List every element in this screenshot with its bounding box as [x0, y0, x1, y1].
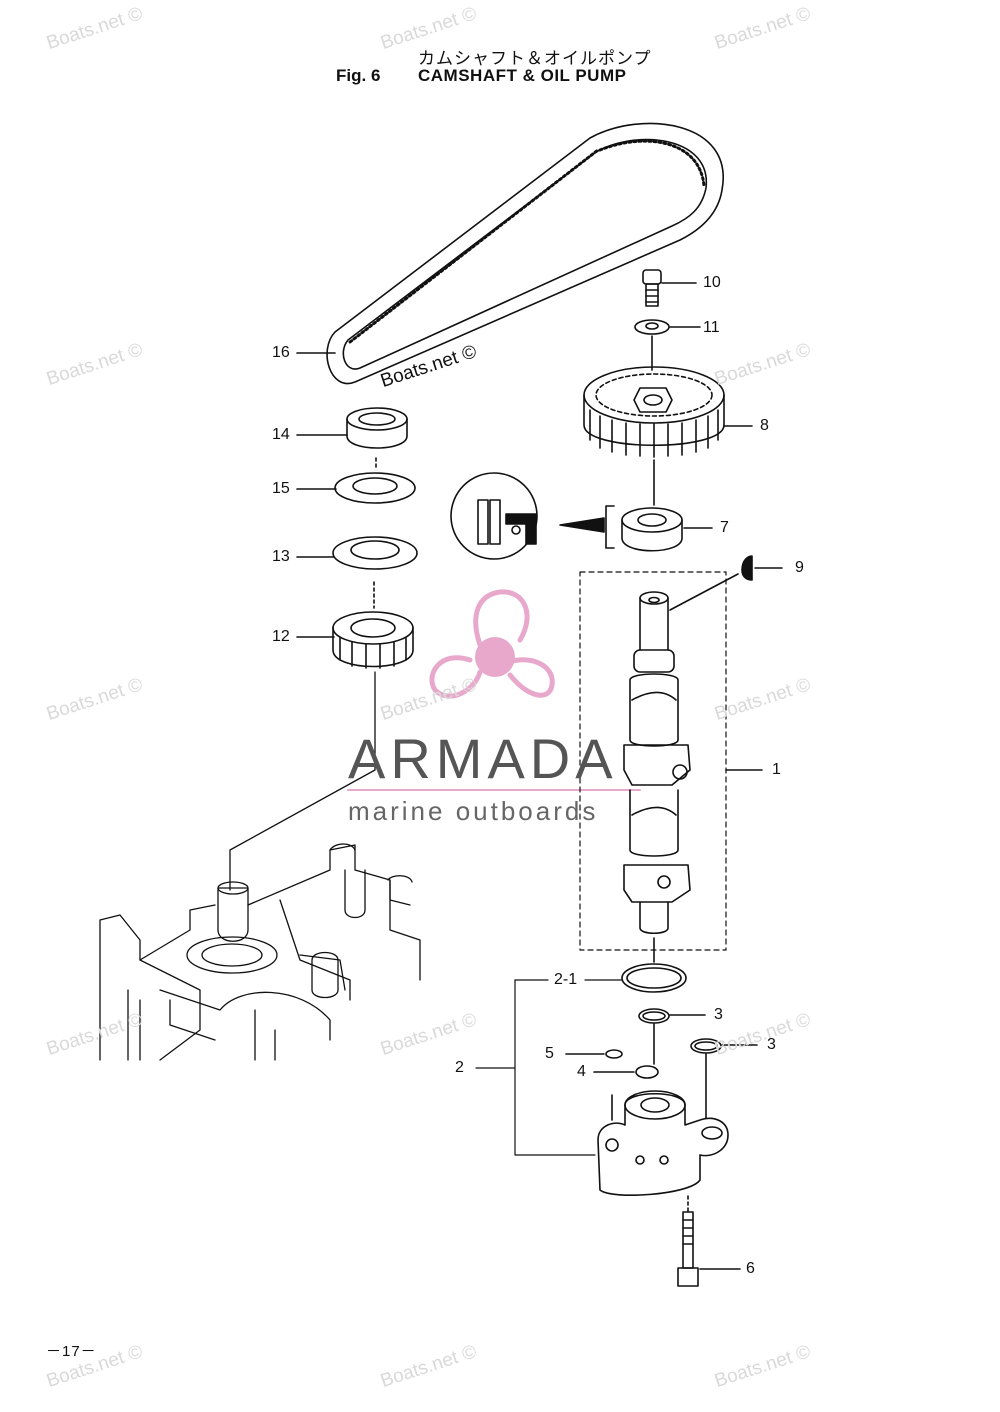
- plate-13: [332, 536, 418, 570]
- spacer-14: [346, 407, 408, 449]
- washer-11: [634, 319, 670, 335]
- callout-4: 4: [577, 1063, 586, 1080]
- key-9: [741, 555, 753, 581]
- callout-15: 15: [272, 480, 290, 497]
- plate-15: [334, 472, 416, 504]
- brand-tagline: marine outboards: [348, 796, 599, 826]
- ring-5: [605, 1049, 623, 1059]
- oil-pump-2: [597, 1090, 729, 1196]
- camshaft-1: [579, 571, 727, 951]
- callout-16: 16: [272, 344, 290, 361]
- timing-belt: [326, 122, 725, 385]
- callout-13: 13: [272, 548, 290, 565]
- callout-11: 11: [703, 319, 720, 336]
- callout-6: 6: [746, 1260, 755, 1277]
- armada-propeller-logo: [429, 589, 555, 699]
- callout-9: 9: [795, 559, 804, 576]
- callout-3: 3: [714, 1006, 723, 1023]
- figure-title: CAMSHAFT & OIL PUMP: [418, 66, 627, 85]
- callout-14: 14: [272, 426, 290, 443]
- callout-7: 7: [720, 519, 729, 536]
- page-number: －17－: [46, 1343, 97, 1360]
- callout-12: 12: [272, 628, 290, 645]
- callout-3-b: 3: [767, 1036, 776, 1053]
- crank-sprocket-12: [332, 611, 414, 669]
- crankcase-block: [99, 671, 421, 1061]
- callout-5: 5: [545, 1045, 554, 1062]
- callout-2-1: 2-1: [554, 971, 578, 988]
- callout-1: 1: [772, 761, 781, 778]
- figure-title-japanese: カムシャフト＆オイルポンプ: [418, 49, 652, 69]
- bolt-10: [642, 269, 662, 307]
- seal-detail-callout: [450, 472, 605, 560]
- callout-8: 8: [760, 417, 769, 434]
- o-ring-3: [638, 1008, 722, 1054]
- o-ring-2-1: [621, 963, 687, 993]
- brand-name: ARMADA: [348, 727, 618, 790]
- bolt-6: [677, 1211, 699, 1287]
- callout-10: 10: [703, 274, 721, 291]
- figure-number: Fig. 6: [336, 66, 381, 85]
- camshaft-pulley-8: [583, 366, 725, 458]
- callout-2: 2: [455, 1059, 464, 1076]
- ring-4: [635, 1065, 659, 1079]
- oil-seal-7: [605, 505, 683, 552]
